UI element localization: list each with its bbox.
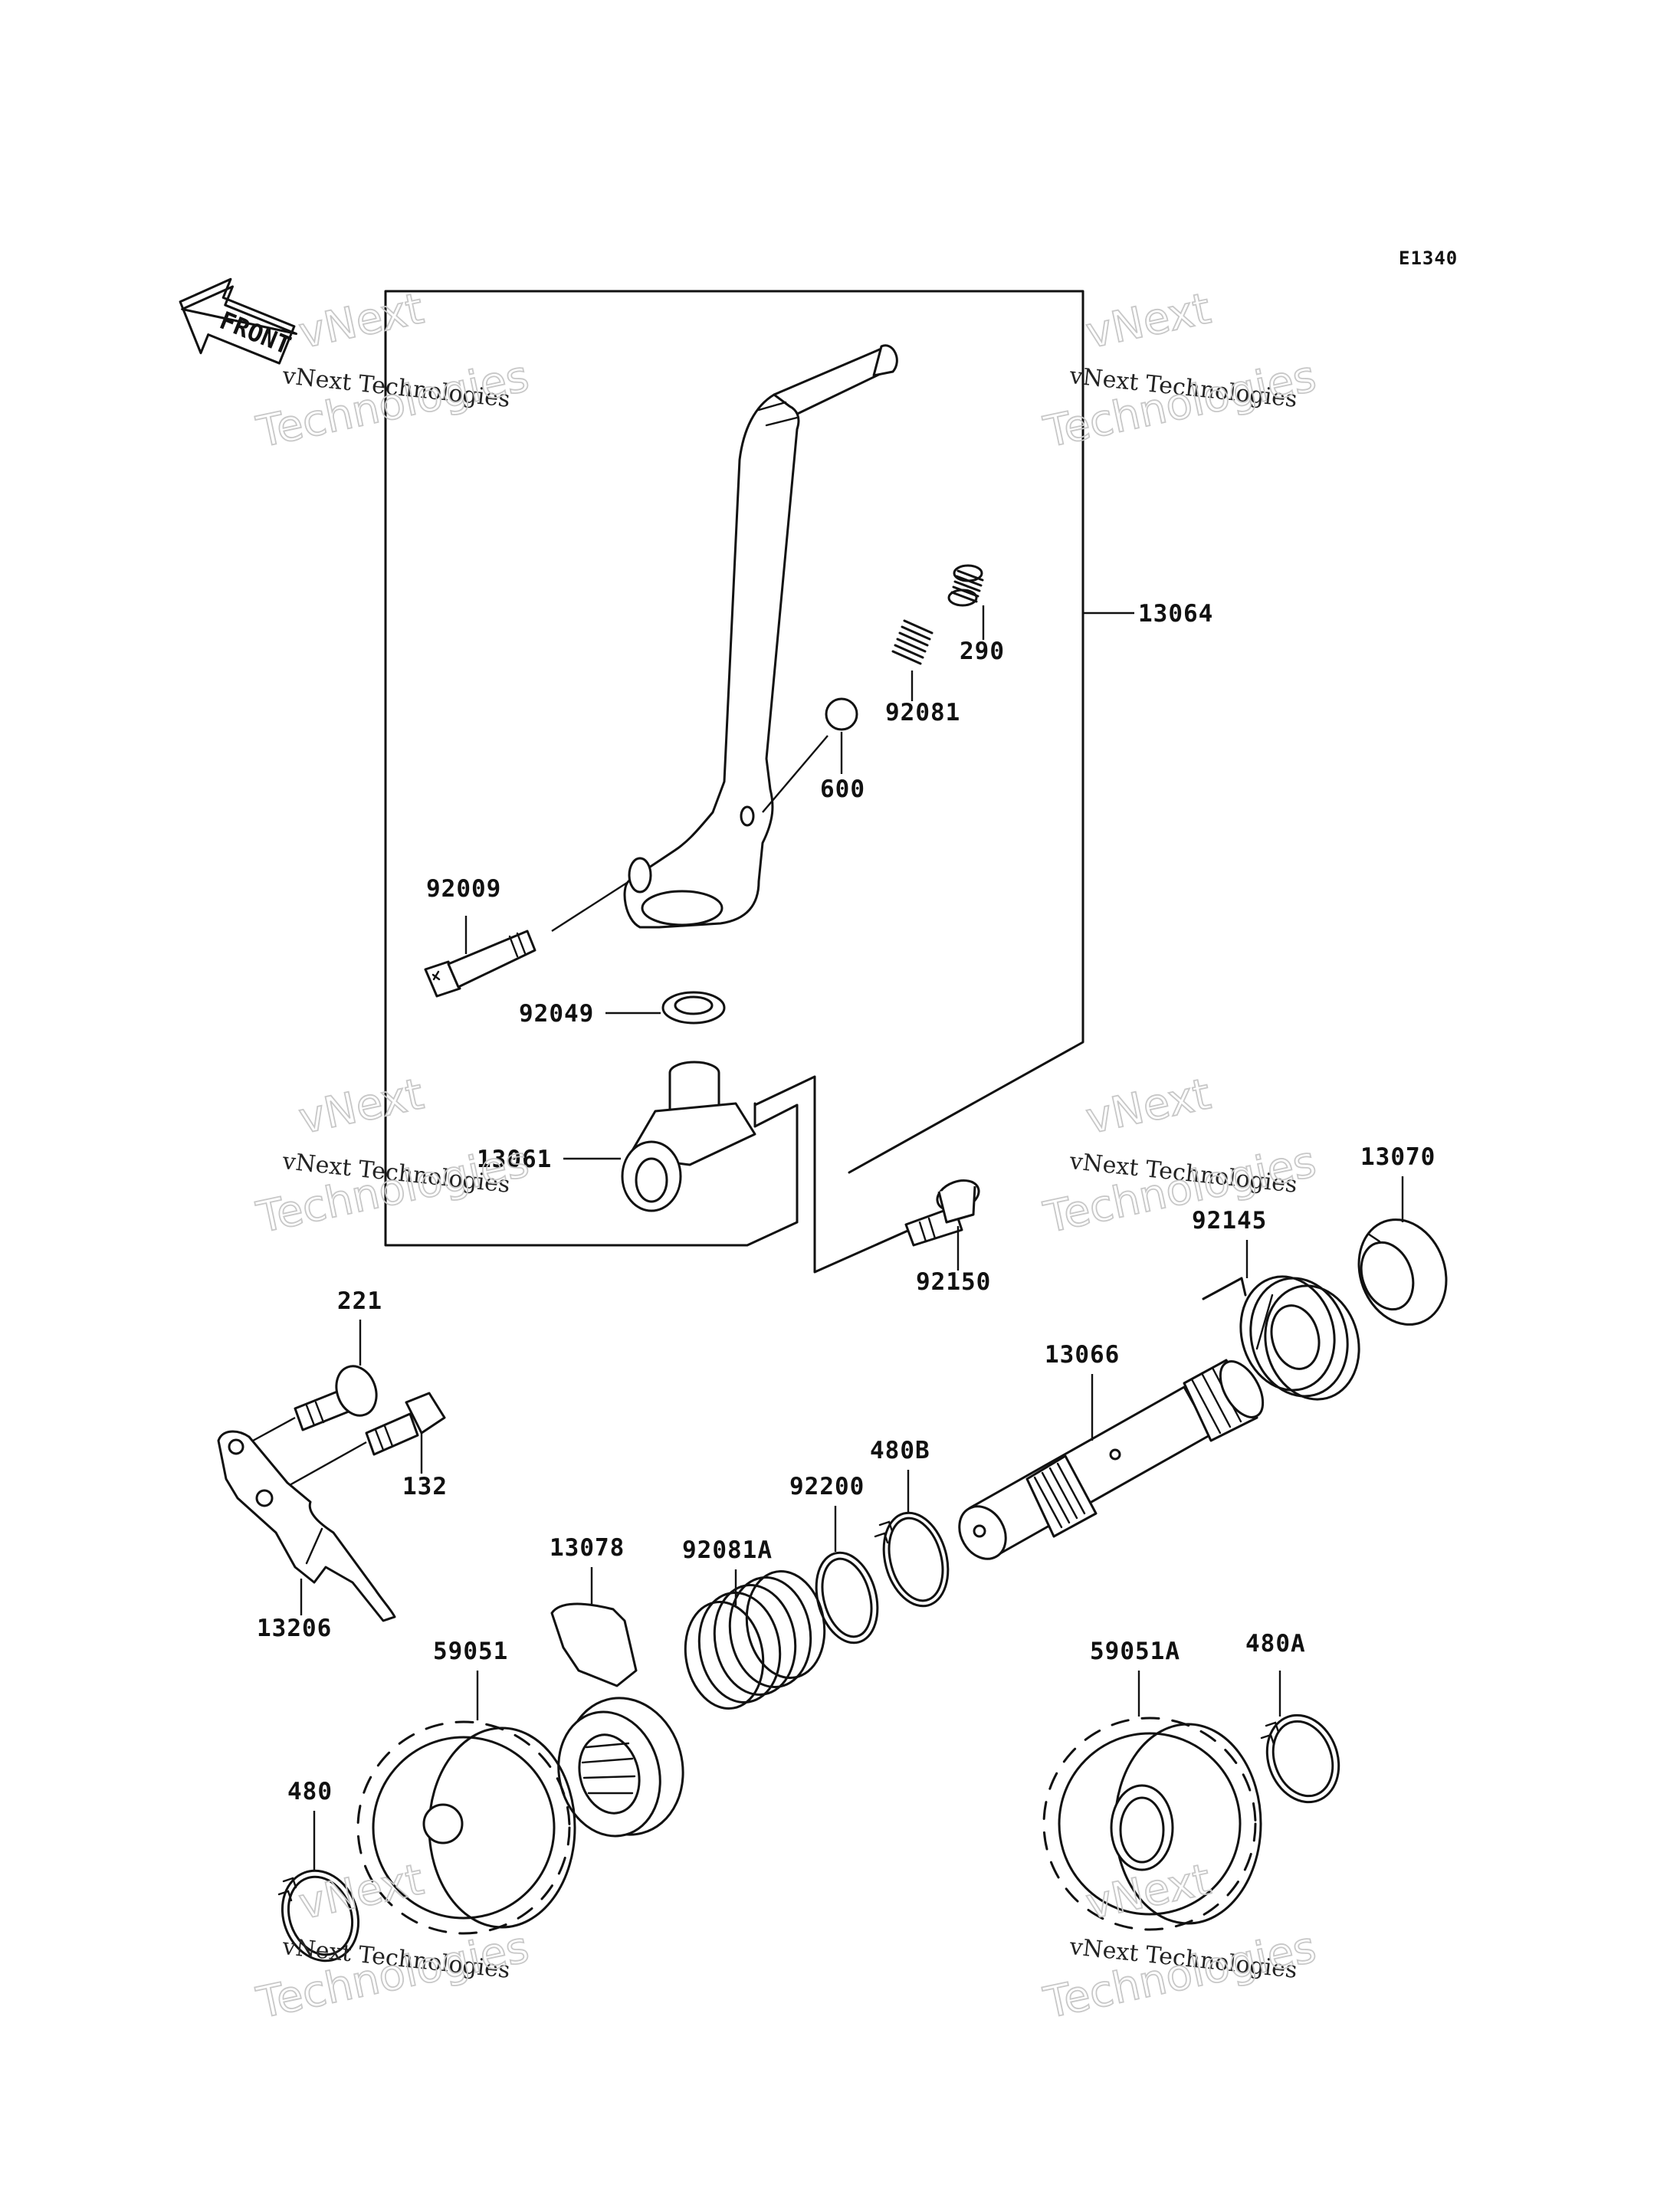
bolt-132	[365, 1392, 446, 1456]
part-label-92145: 92145	[1192, 1207, 1267, 1235]
guide-plate-13206	[217, 1430, 396, 1622]
watermark-top-left: vNext vNext Technologies Technologies	[251, 283, 533, 458]
part-label-92150: 92150	[916, 1268, 991, 1296]
part-label-13070: 13070	[1360, 1143, 1436, 1171]
part-label-13061: 13061	[477, 1146, 552, 1173]
bolt-221	[294, 1365, 378, 1431]
part-label-92200: 92200	[789, 1473, 865, 1500]
circlip-480	[277, 1869, 360, 1963]
spring-92081A	[684, 1570, 826, 1710]
part-label-480A: 480A	[1245, 1630, 1306, 1658]
watermark-top-right: vNext vNext Technologies Technologies	[1039, 283, 1321, 458]
kick-pedal-lever	[623, 344, 898, 929]
part-label-13066: 13066	[1045, 1341, 1120, 1369]
leader-600-ref	[762, 735, 829, 813]
washer-92049	[661, 991, 726, 1025]
part-label-92009: 92009	[426, 875, 501, 903]
part-label-132: 132	[402, 1473, 448, 1500]
part-label-13064: 13064	[1138, 600, 1213, 628]
leader-221-ref	[252, 1416, 296, 1442]
washer-92200	[815, 1551, 879, 1644]
ratchet-13078	[550, 1602, 684, 1838]
gear-59051	[356, 1720, 576, 1935]
collar-13070	[1357, 1218, 1448, 1326]
torsion-spring-92145	[1202, 1275, 1360, 1401]
diagram-code: E1340	[1399, 248, 1458, 269]
watermark-large-top: vNext	[295, 1069, 428, 1144]
kick-shaft-13066	[958, 1359, 1265, 1560]
kick-boss-13061	[621, 1061, 756, 1212]
bolt-92009	[424, 930, 536, 998]
assembly-frame	[384, 290, 1084, 1274]
part-label-13078: 13078	[550, 1534, 625, 1562]
watermark-mid-left: vNext vNext Technologies Technologies	[251, 1068, 533, 1244]
spring-92081	[891, 619, 934, 665]
part-label-600: 600	[820, 776, 865, 803]
gear-59051A	[1042, 1717, 1262, 1931]
circlip-480B	[874, 1511, 950, 1608]
watermark-bottom-right: vNext vNext Technologies Technologies	[1039, 1854, 1321, 2029]
part-label-92049: 92049	[519, 1000, 594, 1028]
spring-290	[947, 564, 984, 607]
part-label-59051A: 59051A	[1090, 1638, 1180, 1665]
circlip-480A	[1260, 1713, 1340, 1804]
part-label-480: 480	[287, 1778, 333, 1805]
watermark-large-top: vNext	[1082, 284, 1216, 359]
part-label-59051: 59051	[433, 1638, 508, 1665]
bolt-92150	[904, 1179, 980, 1247]
part-label-221: 221	[337, 1287, 382, 1315]
watermark-large-top: vNext	[295, 284, 428, 359]
part-label-92081: 92081	[885, 699, 960, 726]
part-label-290: 290	[960, 638, 1005, 665]
watermark-large-top: vNext	[1082, 1069, 1216, 1144]
watermark-mid-right: vNext vNext Technologies Technologies	[1039, 1068, 1321, 1244]
ball-600	[825, 697, 858, 731]
part-label-480B: 480B	[870, 1437, 930, 1464]
part-label-13206: 13206	[257, 1615, 332, 1642]
leader-92009-ref	[551, 881, 628, 933]
part-label-92081A: 92081A	[682, 1536, 773, 1564]
